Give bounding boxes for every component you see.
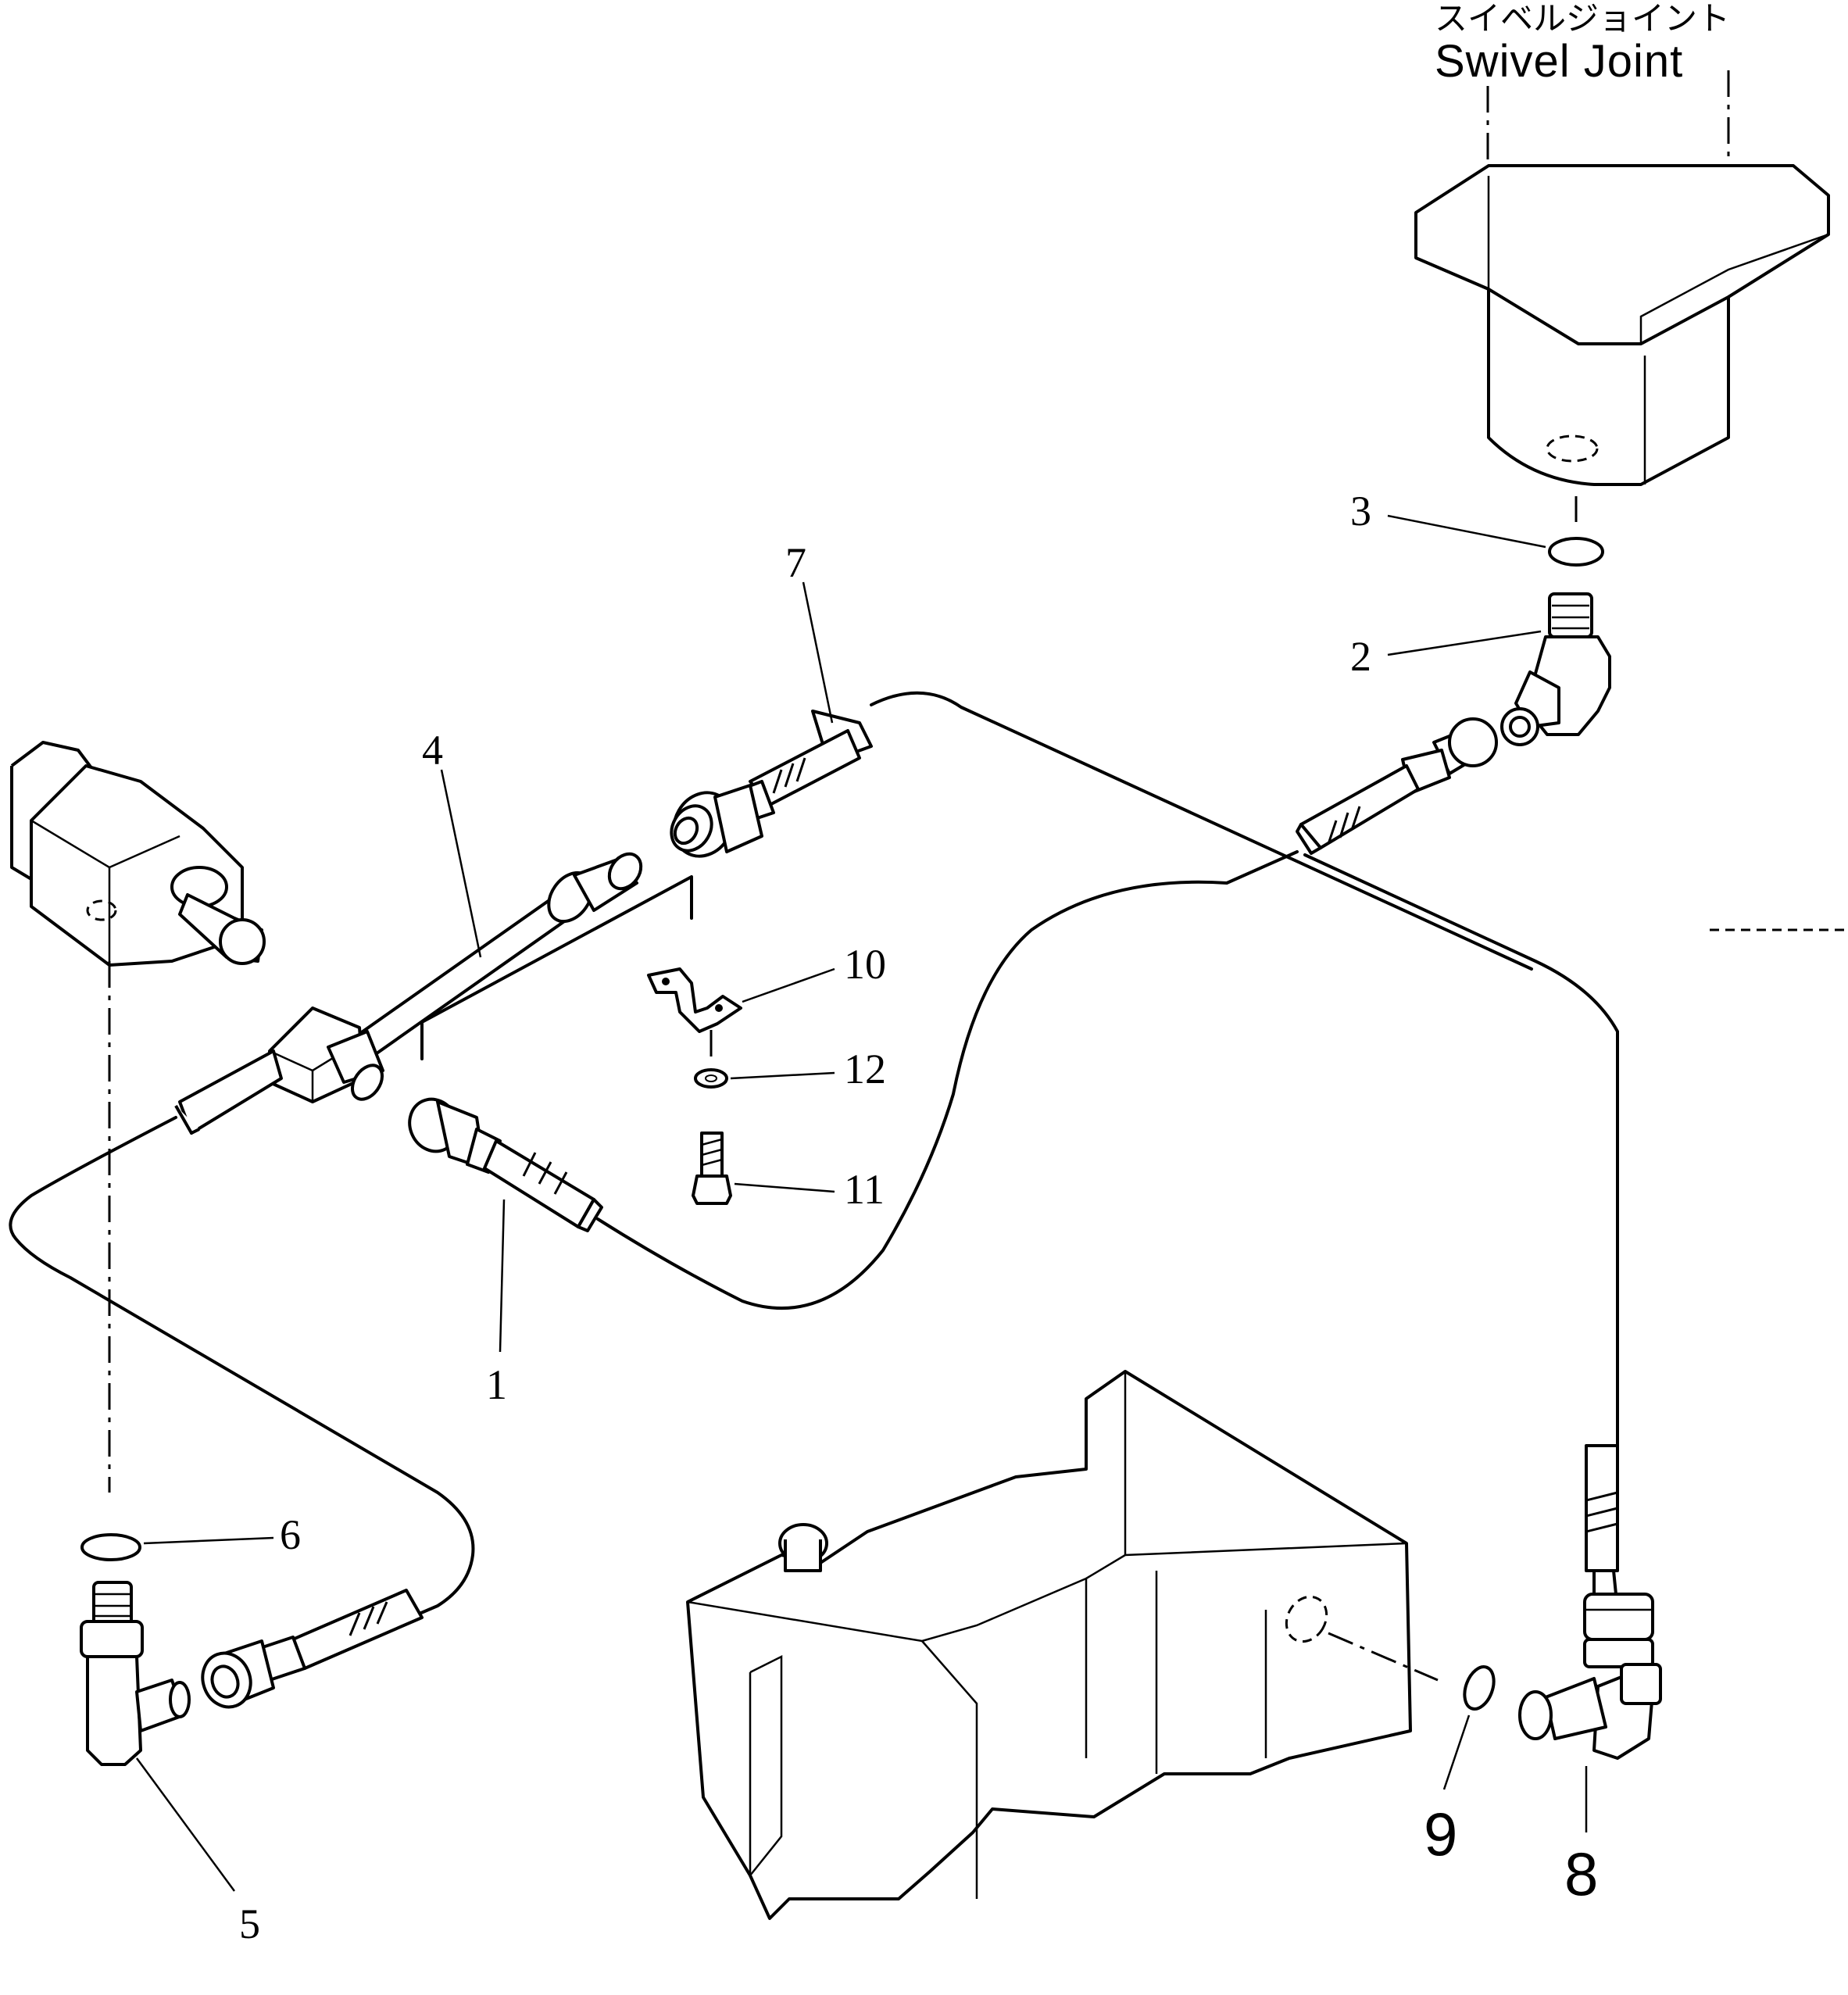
callout-3: 3 bbox=[1350, 488, 1371, 535]
clamp-10 bbox=[647, 967, 742, 1033]
bolt-11 bbox=[692, 1132, 732, 1205]
callout-4: 4 bbox=[422, 727, 443, 774]
callout-9: 9 bbox=[1424, 1800, 1457, 1868]
callout-2: 2 bbox=[1350, 633, 1371, 680]
elbow-fitting-5 bbox=[80, 1581, 191, 1766]
callout-5: 5 bbox=[239, 1900, 260, 1947]
swivel-joint bbox=[1414, 70, 1830, 522]
leader-lines bbox=[135, 514, 1588, 1892]
hose-1 bbox=[408, 850, 1299, 1310]
elbow-fitting-2 bbox=[1500, 592, 1611, 746]
callout-10: 10 bbox=[844, 941, 886, 988]
bracket-outline bbox=[420, 875, 693, 1060]
hose-2-to-8 bbox=[870, 691, 1654, 1668]
o-ring-6 bbox=[80, 1533, 141, 1561]
tube-assembly-4 bbox=[174, 852, 643, 1135]
callout-12: 12 bbox=[844, 1046, 886, 1092]
o-ring-3 bbox=[1548, 537, 1604, 567]
callout-11: 11 bbox=[844, 1166, 885, 1213]
title-japanese: スイベルジョイント bbox=[1435, 0, 1730, 38]
callout-7: 7 bbox=[785, 539, 806, 586]
callout-1: 1 bbox=[486, 1361, 507, 1408]
callout-6: 6 bbox=[280, 1511, 301, 1558]
callout-8: 8 bbox=[1564, 1839, 1598, 1908]
hose-7 bbox=[670, 710, 873, 858]
travel-motor bbox=[686, 1370, 1439, 1920]
control-valve bbox=[10, 741, 266, 1493]
elbow-fitting-8 bbox=[1518, 1663, 1662, 1760]
hose-tee-to-5 bbox=[9, 1116, 475, 1709]
o-ring-9 bbox=[1463, 1665, 1496, 1711]
title-english: Swivel Joint bbox=[1435, 36, 1683, 87]
